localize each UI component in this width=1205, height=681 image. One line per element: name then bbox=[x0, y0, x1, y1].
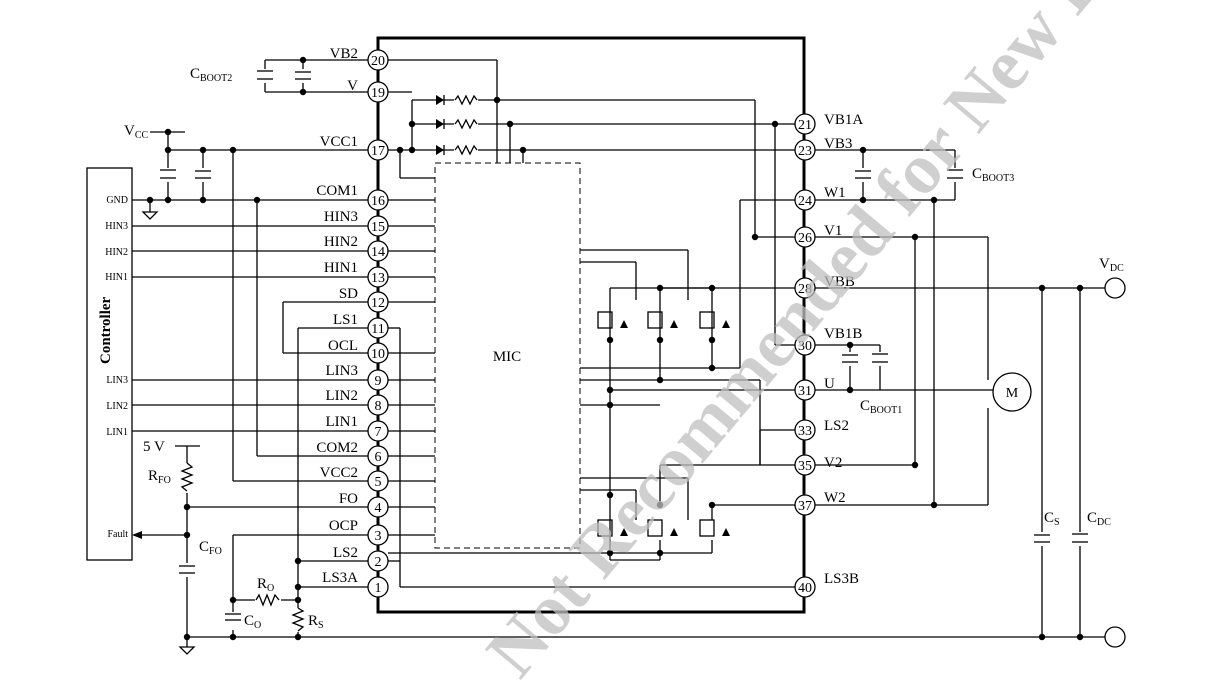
pin-21-number: 21 bbox=[798, 118, 812, 133]
pin-ocl-label: OCL bbox=[328, 338, 358, 354]
pin-v-label: V bbox=[347, 78, 358, 94]
right-pin-circles bbox=[794, 113, 816, 598]
pin-ls2-label: LS2 bbox=[333, 545, 358, 561]
pin-hin1-label: HIN1 bbox=[324, 260, 358, 276]
pin-23-number: 23 bbox=[798, 144, 812, 159]
vdc-plus-terminal bbox=[1104, 277, 1126, 299]
pin-11-number: 11 bbox=[371, 322, 384, 337]
pin-vcc1-label: VCC1 bbox=[320, 134, 358, 150]
pin-v1-label: V1 bbox=[824, 223, 842, 239]
rs-label: RS bbox=[308, 613, 324, 631]
pin-ls1-label: LS1 bbox=[333, 312, 358, 328]
pin-7-number: 7 bbox=[375, 425, 382, 440]
vdc-minus-terminal bbox=[1104, 626, 1126, 648]
pin-33-number: 33 bbox=[798, 424, 812, 439]
pin-30-number: 30 bbox=[798, 339, 812, 354]
pin-35-number: 35 bbox=[798, 459, 812, 474]
pin-6-number: 6 bbox=[375, 450, 382, 465]
pin-20-number: 20 bbox=[371, 54, 385, 69]
pin-w2-label: W2 bbox=[824, 490, 846, 506]
controller-pin-gnd: GND bbox=[106, 195, 128, 206]
pin-vb1b-label: VB1B bbox=[824, 326, 862, 342]
pin-hin2-label: HIN2 bbox=[324, 234, 358, 250]
mic-block bbox=[434, 162, 581, 549]
rfo-label: RFO bbox=[148, 468, 171, 486]
motor-label: M bbox=[1006, 386, 1019, 401]
pin-9-number: 9 bbox=[375, 374, 382, 389]
cdc-label: CDC bbox=[1087, 510, 1111, 528]
right-passives bbox=[840, 168, 1090, 546]
junction-dots bbox=[146, 56, 1084, 641]
pin-ls2-right-label: LS2 bbox=[824, 418, 849, 434]
pin-vb1a-label: VB1A bbox=[824, 112, 863, 128]
vdc-label: VDC bbox=[1099, 256, 1124, 274]
vcc-label: VCC bbox=[124, 123, 149, 141]
pin-8-number: 8 bbox=[375, 399, 382, 414]
controller-pin-hin2: HIN2 bbox=[105, 247, 128, 258]
cboot3-label: CBOOT3 bbox=[972, 166, 1014, 184]
pin-lin3-label: LIN3 bbox=[326, 363, 359, 379]
pin-vb2-label: VB2 bbox=[330, 46, 358, 62]
pin-com1-label: COM1 bbox=[316, 183, 358, 199]
pin-40-number: 40 bbox=[798, 581, 812, 596]
pin-w1-label: W1 bbox=[824, 185, 846, 201]
cboot1-label: CBOOT1 bbox=[860, 398, 902, 416]
pin-2-number: 2 bbox=[375, 555, 382, 570]
pin-12-number: 12 bbox=[371, 296, 385, 311]
pin-lin2-label: LIN2 bbox=[326, 388, 359, 404]
mosfet-bridge bbox=[597, 311, 730, 537]
pin-ls3b-label: LS3B bbox=[824, 571, 859, 587]
pin-5-number: 5 bbox=[375, 475, 382, 490]
controller-pin-hin3: HIN3 bbox=[105, 221, 128, 232]
cs-label: CS bbox=[1044, 510, 1060, 528]
pin-vcc2-label: VCC2 bbox=[320, 465, 358, 481]
pin-ocp-label: OCP bbox=[329, 518, 358, 534]
bootstrap-diodes bbox=[436, 94, 478, 156]
pin-19-number: 19 bbox=[371, 86, 385, 101]
pin-14-number: 14 bbox=[371, 245, 385, 260]
pin-u-label: U bbox=[824, 376, 835, 392]
controller-pin-lin1: LIN1 bbox=[106, 427, 128, 438]
motor-symbol bbox=[992, 372, 1032, 412]
pin-ls3a-label: LS3A bbox=[322, 570, 358, 586]
pin-28-number: 28 bbox=[798, 282, 812, 297]
pin-hin3-label: HIN3 bbox=[324, 209, 358, 225]
pin-37-number: 37 bbox=[798, 499, 812, 514]
controller-box bbox=[86, 167, 133, 561]
pin-17-number: 17 bbox=[371, 144, 385, 159]
pin-10-number: 10 bbox=[371, 347, 385, 362]
pin-1-number: 1 bbox=[375, 581, 382, 596]
five-volt-label: 5 V bbox=[143, 439, 165, 455]
pin-lin1-label: LIN1 bbox=[326, 414, 359, 430]
pin-vbb-label: VBB bbox=[824, 274, 855, 290]
pin-v2-label: V2 bbox=[824, 455, 842, 471]
pin-16-number: 16 bbox=[371, 194, 385, 209]
pin-3-number: 3 bbox=[375, 529, 382, 544]
co-label: CO bbox=[244, 613, 261, 631]
pin-26-number: 26 bbox=[798, 231, 812, 246]
pin-fo-label: FO bbox=[339, 491, 358, 507]
controller-pin-fault: Fault bbox=[107, 529, 128, 540]
pin-vb3-label: VB3 bbox=[824, 136, 852, 152]
pin-24-number: 24 bbox=[798, 194, 812, 209]
cboot2-label: CBOOT2 bbox=[190, 66, 232, 84]
ro-label: RO bbox=[257, 576, 274, 594]
pin-com2-label: COM2 bbox=[316, 440, 358, 456]
controller-pin-hin1: HIN1 bbox=[105, 272, 128, 283]
cfo-label: CFO bbox=[199, 539, 222, 557]
pin-13-number: 13 bbox=[371, 271, 385, 286]
controller-pin-lin2: LIN2 bbox=[106, 401, 128, 412]
mic-label: MIC bbox=[493, 349, 521, 365]
controller-pin-lin3: LIN3 bbox=[106, 375, 128, 386]
controller-label: Controller bbox=[98, 296, 114, 364]
left-pin-circles bbox=[367, 49, 389, 598]
pin-sd-label: SD bbox=[339, 286, 358, 302]
pin-15-number: 15 bbox=[371, 220, 385, 235]
pin-31-number: 31 bbox=[798, 384, 812, 399]
pin-4-number: 4 bbox=[375, 501, 382, 516]
left-passives bbox=[158, 69, 313, 632]
